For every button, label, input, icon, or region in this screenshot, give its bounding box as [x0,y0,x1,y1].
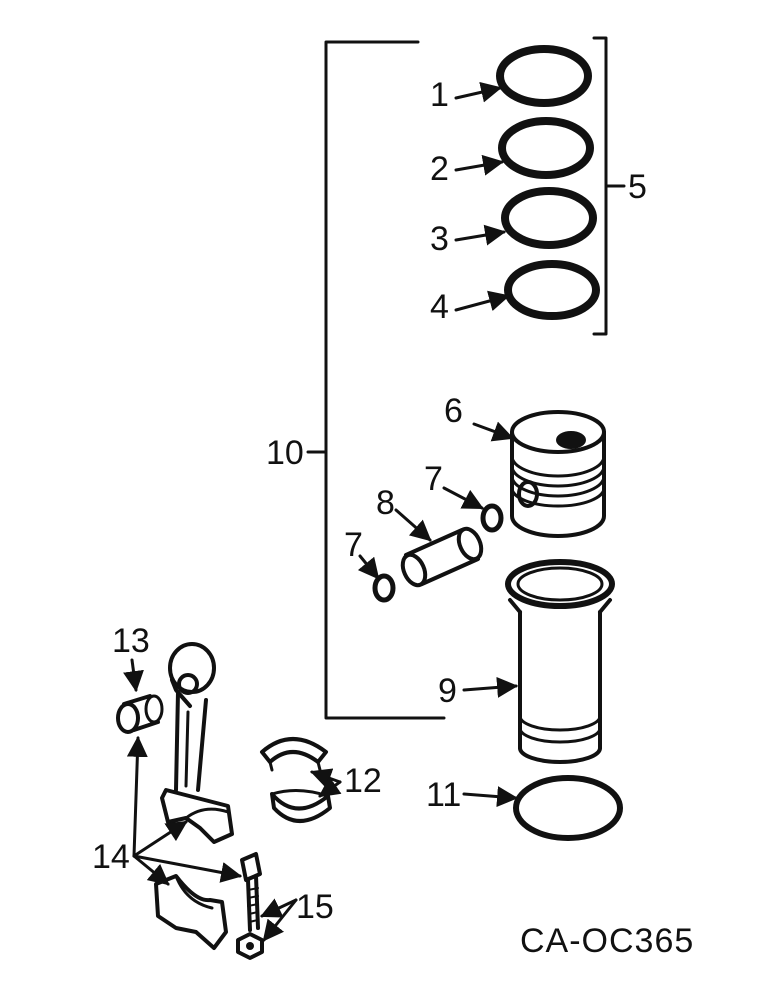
callout-12: 12 [344,762,382,800]
callout-14: 14 [92,838,130,876]
cylinder-sleeve [505,559,615,764]
leader-line-6 [472,421,514,442]
leader-line-14-bushing [126,735,148,858]
callout-4: 4 [430,288,449,326]
callout-13: 13 [112,622,150,660]
callout-11: 11 [426,776,461,814]
leader-line-14-bolt [132,854,243,883]
piston-ring-1 [496,45,592,107]
leader-line-14-rod [132,820,188,858]
piston-pin [400,526,484,588]
connecting-rod-cap [154,874,228,950]
leader-line-12-upper [310,768,342,789]
leader-line-2 [454,154,505,176]
connecting-rod-bearing-upper [260,737,328,772]
piston-pin-retainer-left [372,573,396,603]
callout-numbers: 1 2 3 4 5 6 7 8 7 9 10 11 12 13 14 15 [92,76,647,926]
piston-pin-bushing [116,694,164,734]
leader-line-11 [462,786,519,808]
leader-line-14-cap [132,854,170,886]
leader-line-7-left [357,554,380,580]
callout-8: 8 [376,484,395,522]
callout-9: 9 [438,672,457,710]
callout-1: 1 [430,76,449,114]
leader-line-4 [454,290,511,312]
callout-2: 2 [430,150,449,188]
callout-3: 3 [430,220,449,258]
leader-line-1 [454,81,503,103]
connecting-rod [160,642,234,844]
callout-7-left: 7 [344,526,363,564]
leader-line-12-lower [318,776,342,798]
piston-ring-3 [501,187,597,249]
callout-10: 10 [266,434,304,472]
leader-line-15-nut [262,898,298,942]
piston-ring-2 [498,117,594,179]
callout-7-right: 7 [424,460,443,498]
assembly-bracket-10 [306,40,446,720]
leader-line-9 [462,676,519,698]
leader-line-8 [394,508,432,542]
connecting-rod-bolt [240,852,262,932]
callout-6: 6 [444,392,463,430]
leader-line-3 [454,224,507,246]
leader-line-7-right [442,486,484,510]
leader-lines [123,81,626,942]
callout-15: 15 [296,888,334,926]
sleeve-seal-ring [513,775,623,841]
leader-line-13 [123,658,144,693]
leader-line-15-bolt [260,898,298,918]
callout-5: 5 [628,168,647,206]
piston-pin-retainer-right [480,503,504,533]
piston-ring-4 [504,260,600,320]
connecting-rod-nut [236,932,264,960]
piston [510,410,606,538]
figure-reference-code: CA-OC365 [520,922,694,960]
